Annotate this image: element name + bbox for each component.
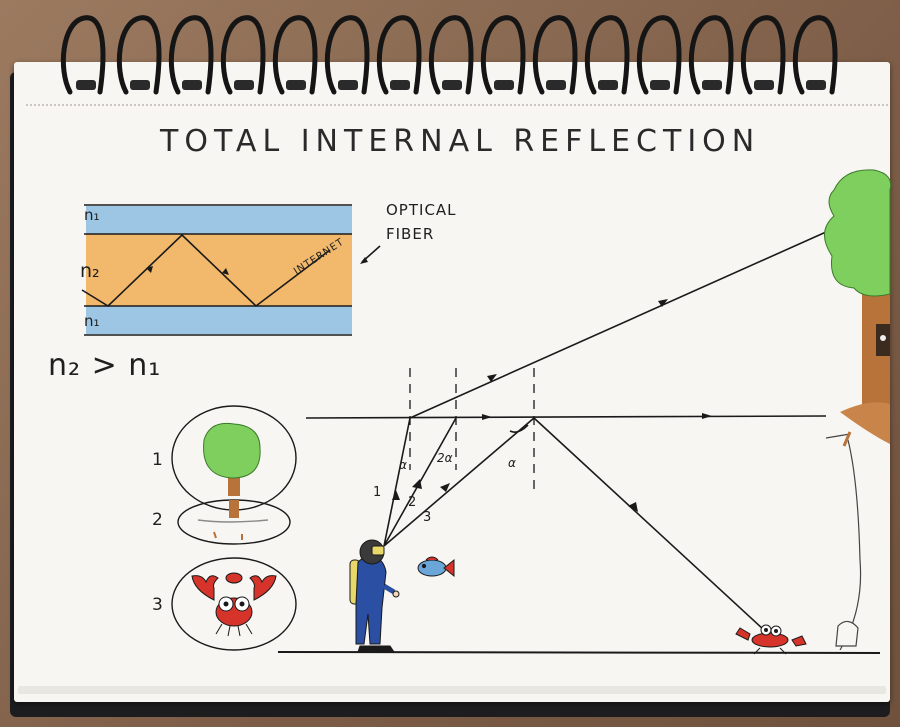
page-edge (18, 686, 886, 694)
core-index-label: n₂ (80, 260, 100, 282)
notebook-page (14, 62, 890, 702)
cladding-top-index-label: n₁ (84, 206, 100, 224)
refractive-index-inequality: n₂ > n₁ (48, 348, 162, 383)
view-3-bubble (171, 557, 297, 651)
angle-two-alpha-label: 2α (437, 451, 453, 465)
fiber-light-ray (81, 233, 331, 308)
optical-fiber-diagram (81, 204, 381, 336)
view-1-bubble (171, 405, 297, 511)
view-2-bubble (177, 499, 291, 545)
view-1-number: 1 (152, 450, 163, 470)
reflected-ray (533, 417, 765, 631)
optical-fiber-label-line1: OPTICAL (386, 201, 457, 219)
refracted-ray (409, 231, 827, 419)
light-rays (383, 231, 827, 631)
cladding-top (86, 206, 352, 234)
page-title: TOTAL INTERNAL REFLECTION (160, 124, 761, 159)
crab-icon (735, 624, 807, 655)
cladding-bottom (86, 306, 352, 334)
ray-arrowheads (392, 299, 668, 512)
view-2-number: 2 (152, 510, 163, 530)
fish-icon (417, 556, 455, 578)
binding-holes (76, 80, 826, 90)
ray-3 (383, 417, 535, 547)
angle-alpha-label: α (399, 458, 407, 472)
tree-icon (824, 169, 892, 444)
diver-icon (349, 539, 400, 653)
ray-1 (383, 417, 411, 547)
ray-3-label: 3 (423, 510, 432, 525)
fishing-line (825, 431, 862, 651)
cladding-bottom-index-label: n₁ (84, 312, 100, 330)
optical-fiber-label-line2: FIBER (386, 225, 435, 243)
optical-fiber-label: OPTICAL FIBER (386, 198, 457, 246)
spiral-binding (60, 15, 838, 95)
ray-2-label: 2 (408, 495, 417, 510)
critical-angle-label: α (508, 456, 516, 470)
normal-lines (409, 368, 535, 492)
water-surface (305, 413, 827, 420)
ray-1-label: 1 (373, 485, 382, 500)
page-perforation (26, 104, 888, 106)
view-3-number: 3 (152, 595, 163, 615)
